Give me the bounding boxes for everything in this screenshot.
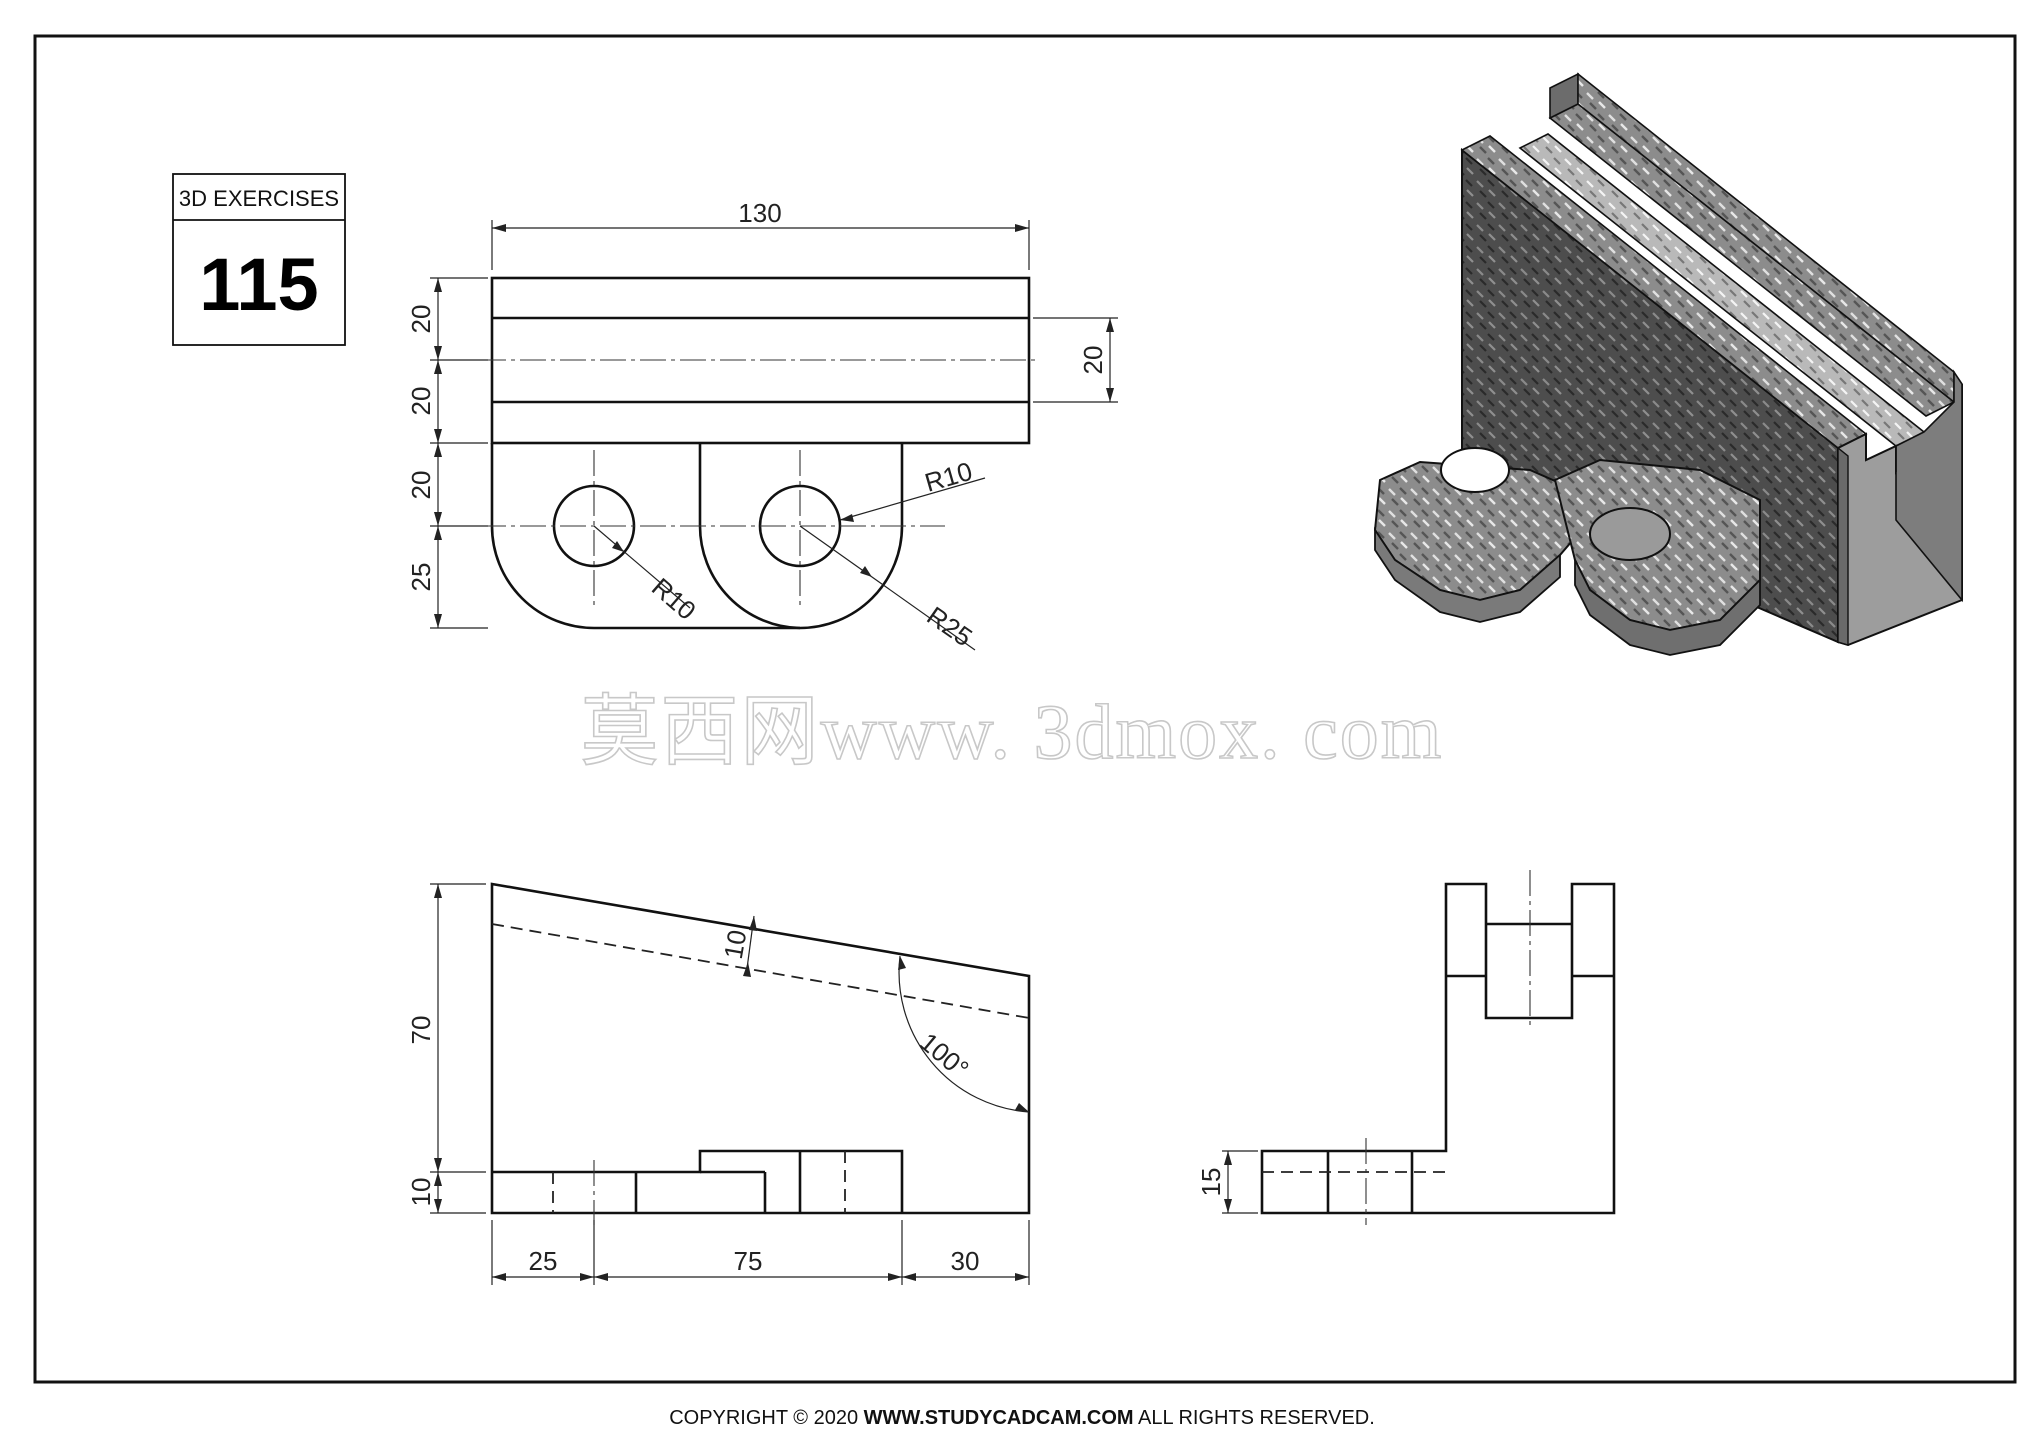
dim-slot-width: 20 [1078,346,1108,375]
watermark-text: 莫西网www. 3dmox. com [581,688,1444,775]
dim-h1: 20 [406,305,436,334]
copyright-footer: COPYRIGHT © 2020 WWW.STUDYCADCAM.COM ALL… [669,1407,1375,1429]
dim-b3: 30 [951,1246,980,1276]
radius-outer: R25 [922,600,978,652]
dim-h4: 25 [406,563,436,592]
dim-flange-height: 15 [1196,1168,1226,1197]
footer-suffix: ALL RIGHTS RESERVED. [1134,1407,1375,1429]
exercise-number: 115 [199,243,318,326]
dim-h3: 20 [406,471,436,500]
footer-site-link[interactable]: WWW.STUDYCADCAM.COM [864,1407,1134,1429]
top-view: 130 20 20 20 25 20 R10 R10 R25 [406,198,1118,652]
sheet-border [33,34,2017,1384]
dim-base-height: 10 [406,1178,436,1207]
dim-h2: 20 [406,387,436,416]
exercise-label: 3D EXERCISES [179,186,339,211]
radius-hole-right: R10 [921,456,975,498]
dim-b2: 75 [734,1246,763,1276]
exercise-badge: 3D EXERCISES 115 [172,173,346,346]
footer-prefix: COPYRIGHT © 2020 [669,1407,863,1429]
dim-overall-width: 130 [738,198,781,228]
dim-height: 70 [406,1016,436,1045]
radius-hole-left: R10 [646,572,702,626]
front-view: 70 10 25 75 30 10 100° [406,882,1031,1285]
side-view: 15 [1196,870,1616,1225]
isometric-view [1373,72,1963,656]
dim-offset: 10 [718,928,753,962]
dim-b1: 25 [529,1246,558,1276]
